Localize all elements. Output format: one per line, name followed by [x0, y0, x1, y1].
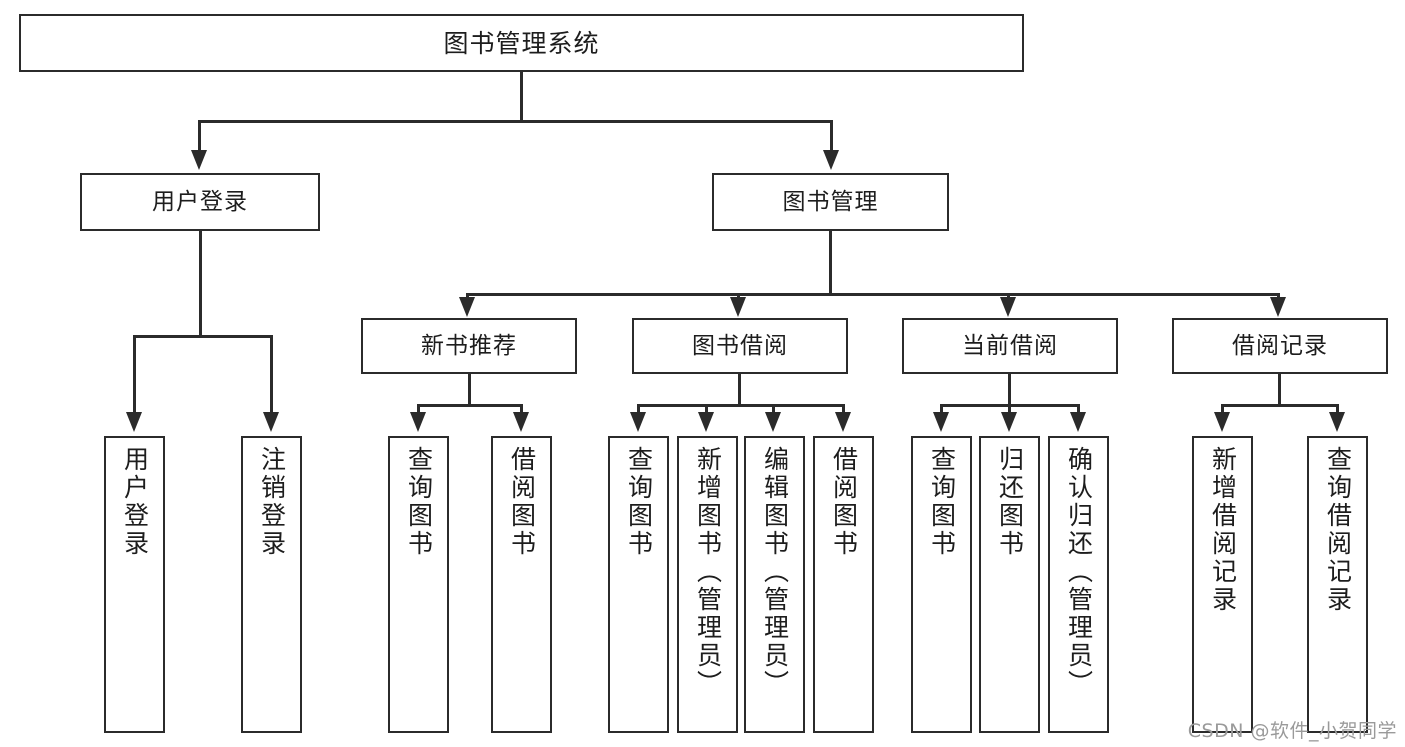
node-root[interactable]: 图书管理系统 [19, 14, 1024, 72]
connector-user-login-bus [133, 335, 273, 338]
connector-current-borrow-drop-3 [1077, 404, 1080, 418]
leaf-logout-label: 注销登录 [257, 446, 287, 558]
leaf-query-borrow-record-label: 查询借阅记录 [1323, 446, 1353, 614]
connector-new-book-recommend-drop-1 [417, 404, 420, 418]
leaf-add-borrow-record[interactable]: 新增借阅记录 [1192, 436, 1253, 733]
arrowhead-leaf-add-record [1214, 412, 1230, 432]
arrowhead-leaf-confirm-return [1070, 412, 1086, 432]
node-book-management-label: 图书管理 [782, 188, 879, 215]
arrowhead-leaf-logout [263, 412, 279, 432]
connector-book-mgmt-bus [466, 293, 1280, 296]
connector-borrow-records-stem [1278, 374, 1281, 406]
connector-user-login-stem [199, 231, 202, 337]
connector-root-bus [198, 120, 833, 123]
arrowhead-user-login [191, 150, 207, 170]
leaf-query-book-recommend[interactable]: 查询图书 [388, 436, 449, 733]
leaf-logout[interactable]: 注销登录 [241, 436, 302, 733]
connector-new-book-recommend-stem [468, 374, 471, 406]
node-new-book-recommend[interactable]: 新书推荐 [361, 318, 577, 374]
connector-borrow-records-bus [1221, 404, 1339, 407]
arrowhead-leaf-add-book [698, 412, 714, 432]
leaf-query-borrow-record[interactable]: 查询借阅记录 [1307, 436, 1368, 733]
connector-root-stem [520, 72, 523, 122]
node-current-borrow-label: 当前借阅 [962, 332, 1058, 359]
node-current-borrow[interactable]: 当前借阅 [902, 318, 1118, 374]
arrowhead-current-borrow [1000, 297, 1016, 317]
connector-borrow-records-drop-2 [1336, 404, 1339, 418]
leaf-user-login-label: 用户登录 [120, 446, 150, 558]
arrowhead-leaf-query-book-2 [630, 412, 646, 432]
node-user-login[interactable]: 用户登录 [80, 173, 320, 231]
leaf-user-login[interactable]: 用户登录 [104, 436, 165, 733]
connector-borrow-records-drop-1 [1221, 404, 1224, 418]
leaf-query-book-borrow[interactable]: 查询图书 [608, 436, 669, 733]
leaf-borrow-book-recommend-label: 借阅图书 [507, 446, 537, 558]
leaf-edit-book-admin[interactable]: 编辑图书（管理员） [744, 436, 805, 733]
leaf-confirm-return-admin-label: 确认归还（管理员） [1064, 446, 1094, 698]
connector-book-borrow-drop-4 [842, 404, 845, 418]
node-book-borrow-label: 图书借阅 [692, 332, 788, 359]
arrowhead-borrow-records [1270, 297, 1286, 317]
leaf-return-book[interactable]: 归还图书 [979, 436, 1040, 733]
leaf-edit-book-admin-label: 编辑图书（管理员） [760, 446, 790, 698]
connector-current-borrow-drop-1 [940, 404, 943, 418]
leaf-query-book-current-label: 查询图书 [927, 446, 957, 558]
arrowhead-leaf-user-login [126, 412, 142, 432]
node-new-book-recommend-label: 新书推荐 [421, 332, 517, 359]
leaf-return-book-label: 归还图书 [995, 446, 1025, 558]
node-book-borrow[interactable]: 图书借阅 [632, 318, 848, 374]
arrowhead-leaf-return-book [1001, 412, 1017, 432]
connector-root-to-user-login [198, 120, 201, 152]
leaf-confirm-return-admin[interactable]: 确认归还（管理员） [1048, 436, 1109, 733]
leaf-add-book-admin[interactable]: 新增图书（管理员） [677, 436, 738, 733]
leaf-query-book-current[interactable]: 查询图书 [911, 436, 972, 733]
arrowhead-book-borrow [730, 297, 746, 317]
node-borrow-records[interactable]: 借阅记录 [1172, 318, 1388, 374]
connector-book-borrow-drop-3 [772, 404, 775, 418]
arrowhead-leaf-edit-book [765, 412, 781, 432]
arrowhead-new-book-recommend [459, 297, 475, 317]
arrowhead-leaf-borrow-book-2 [835, 412, 851, 432]
leaf-query-book-recommend-label: 查询图书 [404, 446, 434, 558]
connector-book-borrow-drop-2 [705, 404, 708, 418]
connector-root-to-book-mgmt [830, 120, 833, 152]
arrowhead-book-mgmt [823, 150, 839, 170]
leaf-query-book-borrow-label: 查询图书 [624, 446, 654, 558]
connector-book-borrow-bus [637, 404, 845, 407]
connector-user-login-drop-1 [133, 335, 136, 413]
connector-new-book-recommend-drop-2 [520, 404, 523, 418]
leaf-add-borrow-record-label: 新增借阅记录 [1208, 446, 1238, 614]
connector-new-book-recommend-bus [417, 404, 523, 407]
connector-book-mgmt-stem [829, 231, 832, 295]
node-user-login-label: 用户登录 [152, 188, 248, 215]
node-book-management[interactable]: 图书管理 [712, 173, 949, 231]
arrowhead-leaf-borrow-book-1 [513, 412, 529, 432]
arrowhead-leaf-query-book-3 [933, 412, 949, 432]
connector-current-borrow-drop-2 [1008, 404, 1011, 418]
arrowhead-leaf-query-book-1 [410, 412, 426, 432]
leaf-borrow-book-borrow-label: 借阅图书 [829, 446, 859, 558]
watermark-text: CSDN @软件_小贺同学 [1187, 720, 1397, 742]
leaf-borrow-book-borrow[interactable]: 借阅图书 [813, 436, 874, 733]
connector-book-borrow-stem [738, 374, 741, 406]
leaf-borrow-book-recommend[interactable]: 借阅图书 [491, 436, 552, 733]
node-root-label: 图书管理系统 [443, 28, 600, 58]
arrowhead-leaf-query-record [1329, 412, 1345, 432]
node-borrow-records-label: 借阅记录 [1232, 332, 1328, 359]
connector-user-login-drop-2 [270, 335, 273, 413]
connector-current-borrow-stem [1008, 374, 1011, 406]
leaf-add-book-admin-label: 新增图书（管理员） [693, 446, 723, 698]
connector-book-borrow-drop-1 [637, 404, 640, 418]
